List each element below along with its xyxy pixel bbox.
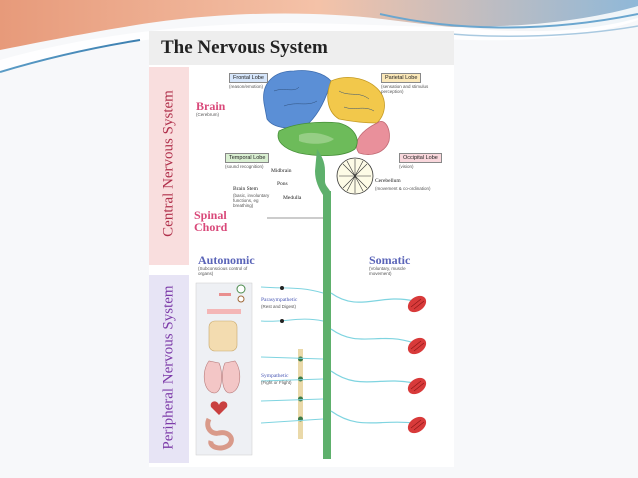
parasympathetic-nerves [260, 286, 324, 323]
temporal-lobe-tag: Temporal Lobe [225, 153, 270, 163]
parietal-lobe-shape [327, 77, 385, 124]
brain-stem-label: Brain Stem [233, 186, 258, 192]
medulla-label: Medulla [283, 195, 302, 201]
organs-column [195, 282, 253, 456]
pons-label: Pons [277, 181, 288, 187]
pns-band [149, 275, 189, 463]
occipital-lobe-tag: Occipital Lobe [399, 153, 442, 163]
frontal-lobe-tag: Frontal Lobe [229, 73, 268, 83]
parietal-lobe-sublabel: (sensation and stimulus perception) [381, 84, 429, 94]
intestine-organ [205, 417, 234, 451]
muscle-3 [407, 377, 427, 395]
parasympathetic-label: Parasympathetic [261, 297, 298, 303]
autonomic-label: Autonomic [198, 253, 255, 267]
muscle-1 [407, 295, 427, 313]
sympathetic-chain [260, 349, 324, 439]
diagram-artwork [195, 70, 427, 459]
temporal-lobe-sublabel: (sound recognition) [225, 164, 264, 169]
occipital-lobe-sublabel: (vision) [399, 164, 414, 169]
spinal-chord-label: Spinal Chord [194, 208, 228, 234]
diagram-title: The Nervous System [149, 31, 454, 65]
cerebellum-sublabel: (movement & co-ordination) [375, 186, 431, 191]
somatic-nerves [330, 292, 427, 434]
spinal-cord [323, 191, 331, 459]
eye-organ [236, 284, 246, 294]
midbrain-label: Midbrain [271, 168, 292, 174]
sympathetic-sublabel: (Fight or Flight) [261, 380, 292, 385]
frontal-lobe-shape [263, 70, 332, 129]
occipital-lobe-shape [356, 121, 390, 155]
cerebellum-label: Cerebellum [375, 178, 401, 184]
nervous-system-diagram: The Nervous System Central Nervous Syste… [149, 31, 454, 467]
sympathetic-label: Sympathetic [261, 373, 289, 379]
brain-stem-sublabel: (basic, involuntary functions, eg breath… [233, 193, 270, 208]
heart-organ [210, 401, 228, 415]
brain-label: Brain [196, 99, 226, 113]
cns-band [149, 67, 189, 265]
somatic-sublabel: (Voluntary, muscle movement) [369, 266, 406, 276]
parasympathetic-sublabel: (Rest and Digest) [261, 304, 297, 309]
autonomic-sublabel: (Subconscious control of organs) [198, 266, 248, 276]
frontal-lobe-sublabel: (reason/emotion) [229, 84, 264, 89]
brain-sublabel: (Cerebrum) [196, 112, 220, 117]
brain-illustration [263, 70, 390, 195]
trachea-organ [208, 320, 238, 352]
muscle-4 [407, 416, 427, 434]
muscle-2 [407, 337, 427, 355]
parietal-lobe-tag: Parietal Lobe [381, 73, 422, 83]
lungs-organ [203, 360, 241, 394]
somatic-label: Somatic [369, 253, 411, 267]
brain-stem-shape [315, 149, 331, 195]
